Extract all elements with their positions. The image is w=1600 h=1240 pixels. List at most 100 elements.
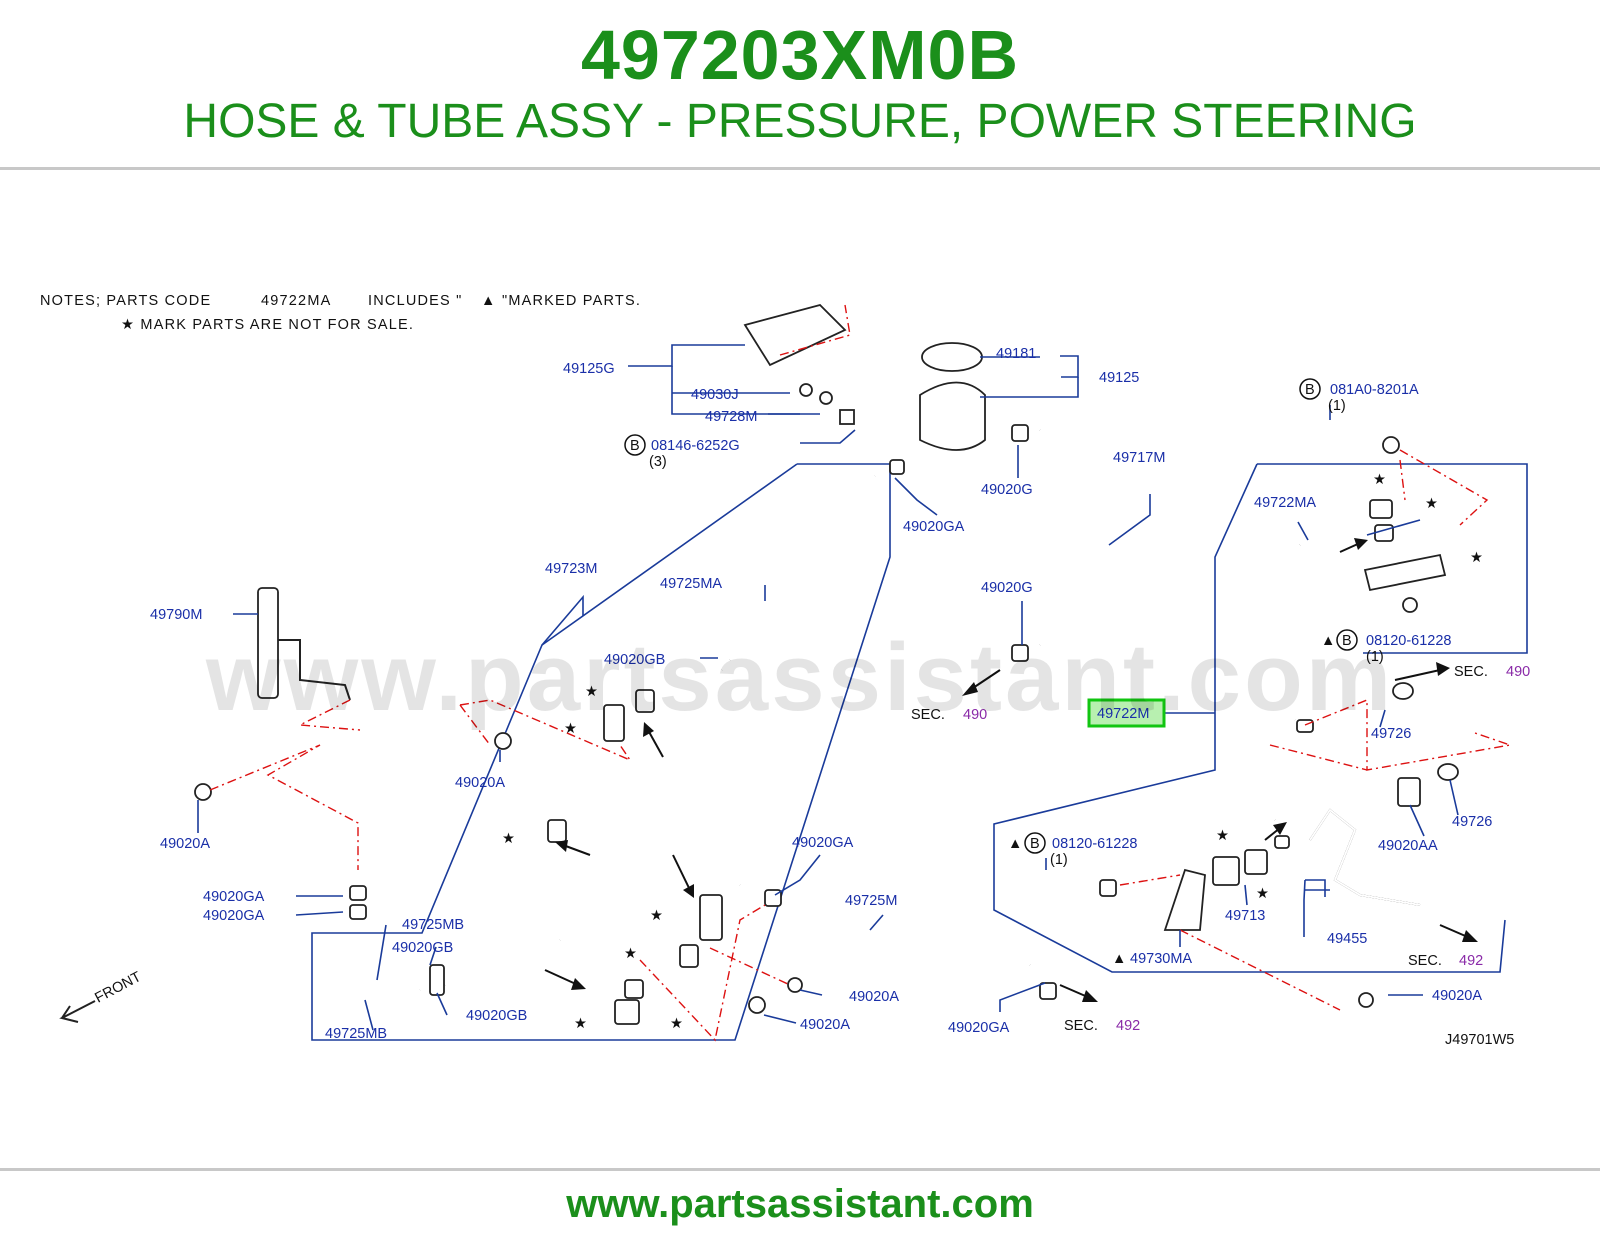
label-49722M-highlighted: 49722M bbox=[1097, 706, 1149, 722]
label-49125: 49125 bbox=[1099, 370, 1139, 386]
label-49717M: 49717M bbox=[1113, 450, 1165, 466]
bolt-badge-icon: B bbox=[1342, 633, 1352, 649]
star-icon: ★ bbox=[564, 721, 577, 737]
bolt-badge-icon: B bbox=[1305, 382, 1315, 398]
star-icon: ★ bbox=[624, 946, 637, 962]
notes-line2: ★ MARK PARTS ARE NOT FOR SALE. bbox=[121, 317, 414, 333]
label-49020GB: 49020GB bbox=[392, 940, 453, 956]
label-49030J: 49030J bbox=[691, 387, 739, 403]
label-49020A: 49020A bbox=[849, 989, 899, 1005]
footer-url[interactable]: www.partsassistant.com bbox=[566, 1182, 1034, 1226]
triangle-icon: ▲ bbox=[1321, 633, 1335, 649]
label-08120-61228: 08120-61228 bbox=[1366, 633, 1451, 649]
arrows bbox=[59, 538, 1478, 1023]
sec-label: SEC. bbox=[1454, 664, 1488, 680]
part-description: HOSE & TUBE ASSY - PRESSURE, POWER STEER… bbox=[183, 95, 1417, 148]
label-49020GA: 49020GA bbox=[903, 519, 965, 535]
label-49722MA: 49722MA bbox=[1254, 495, 1316, 511]
label-49725M: 49725M bbox=[845, 893, 897, 909]
highlighted-part[interactable]: 49722M bbox=[1087, 698, 1166, 728]
label-49726: 49726 bbox=[1371, 726, 1411, 742]
bolt-badge-icon: B bbox=[1030, 836, 1040, 852]
notes-line1-middle: INCLUDES " bbox=[368, 293, 463, 309]
bolt-badge-icon: B bbox=[630, 438, 640, 454]
star-icon: ★ bbox=[1470, 550, 1483, 566]
label-qty-1: (1) bbox=[1328, 398, 1346, 414]
top-divider bbox=[0, 167, 1600, 170]
label-qty-1: (1) bbox=[1050, 852, 1068, 868]
arrow-sec490-right-icon bbox=[1436, 662, 1450, 676]
alignment-lines bbox=[209, 304, 1511, 1042]
front-label: FRONT bbox=[92, 969, 144, 1007]
label-49726: 49726 bbox=[1452, 814, 1492, 830]
label-49020A: 49020A bbox=[160, 836, 210, 852]
star-icon: ★ bbox=[502, 831, 515, 847]
label-49020A: 49020A bbox=[455, 775, 505, 791]
label-49020G: 49020G bbox=[981, 482, 1033, 498]
hoses bbox=[257, 426, 1421, 996]
star-markers: ★ ★ ★ ★ ★ ★ ★ ★ ★ ★ ★ ★ bbox=[502, 472, 1483, 1032]
label-49020GA: 49020GA bbox=[948, 1020, 1010, 1036]
leader-lines bbox=[197, 344, 1459, 1031]
label-49125G: 49125G bbox=[563, 361, 615, 377]
reservoir-cap-icon bbox=[921, 342, 983, 372]
label-081A0-8201A: 081A0-8201A bbox=[1330, 382, 1419, 398]
label-08146-6252G: 08146-6252G bbox=[651, 438, 740, 454]
front-arrow-icon bbox=[59, 1000, 96, 1023]
star-icon: ★ bbox=[650, 908, 663, 924]
sec-number: 490 bbox=[963, 707, 987, 723]
label-49725MB: 49725MB bbox=[402, 917, 464, 933]
bottom-divider bbox=[0, 1168, 1600, 1171]
label-49725MB: 49725MB bbox=[325, 1026, 387, 1042]
star-icon: ★ bbox=[1373, 472, 1386, 488]
label-49020AA: 49020AA bbox=[1378, 838, 1438, 854]
label-49020A: 49020A bbox=[800, 1017, 850, 1033]
arrow-sec492-right-icon bbox=[1462, 930, 1478, 942]
star-icon: ★ bbox=[574, 1016, 587, 1032]
label-49020GA: 49020GA bbox=[203, 908, 265, 924]
notes-line1-prefix: NOTES; PARTS CODE bbox=[40, 293, 211, 309]
part-labels: 49125G 49030J 49728M 08146-6252G (3) 491… bbox=[150, 346, 1492, 1042]
label-49455: 49455 bbox=[1327, 931, 1367, 947]
label-qty-1: (1) bbox=[1366, 649, 1384, 665]
label-49723M: 49723M bbox=[545, 561, 597, 577]
sec-number: 492 bbox=[1459, 953, 1483, 969]
arrow-sec492-mid-icon bbox=[1082, 990, 1098, 1002]
label-49181: 49181 bbox=[996, 346, 1036, 362]
label-49020A: 49020A bbox=[1432, 988, 1482, 1004]
bracket-49125G-icon bbox=[743, 303, 847, 367]
label-49713: 49713 bbox=[1225, 908, 1265, 924]
arrow-sec490-left-icon bbox=[962, 682, 978, 696]
label-qty-3: (3) bbox=[649, 454, 667, 470]
sec-label: SEC. bbox=[1408, 953, 1442, 969]
section-references: SEC. 490 SEC. 490 SEC. 492 SEC. 492 bbox=[911, 664, 1530, 1034]
sec-label: SEC. bbox=[911, 707, 945, 723]
sec-number: 492 bbox=[1116, 1018, 1140, 1034]
star-icon: ★ bbox=[1216, 828, 1229, 844]
label-49020GA: 49020GA bbox=[203, 889, 265, 905]
label-49020GA: 49020GA bbox=[792, 835, 854, 851]
notes-line1-code: 49722MA bbox=[261, 293, 331, 309]
bolt-badges: B B B B ▲ ▲ ▲ bbox=[624, 378, 1358, 967]
reservoir-icon bbox=[919, 381, 986, 451]
notes-line1-suffix: "MARKED PARTS. bbox=[502, 293, 641, 309]
label-49725MA: 49725MA bbox=[660, 576, 722, 592]
label-49020GB: 49020GB bbox=[604, 652, 665, 668]
star-icon: ★ bbox=[1425, 496, 1438, 512]
label-49790M: 49790M bbox=[150, 607, 202, 623]
triangle-icon: ▲ bbox=[481, 293, 497, 309]
label-49730MA: 49730MA bbox=[1130, 951, 1192, 967]
sec-number: 490 bbox=[1506, 664, 1530, 680]
label-49020G: 49020G bbox=[981, 580, 1033, 596]
star-icon: ★ bbox=[1256, 886, 1269, 902]
sec-label: SEC. bbox=[1064, 1018, 1098, 1034]
star-icon: ★ bbox=[670, 1016, 683, 1032]
label-08120-61228: 08120-61228 bbox=[1052, 836, 1137, 852]
triangle-icon: ▲ bbox=[1008, 836, 1022, 852]
part-number-title: 497203XM0B bbox=[580, 16, 1020, 94]
star-icon: ★ bbox=[585, 684, 598, 700]
components bbox=[194, 303, 1459, 1025]
notes: NOTES; PARTS CODE 49722MA INCLUDES " ▲ "… bbox=[40, 293, 641, 333]
label-49728M: 49728M bbox=[705, 409, 757, 425]
